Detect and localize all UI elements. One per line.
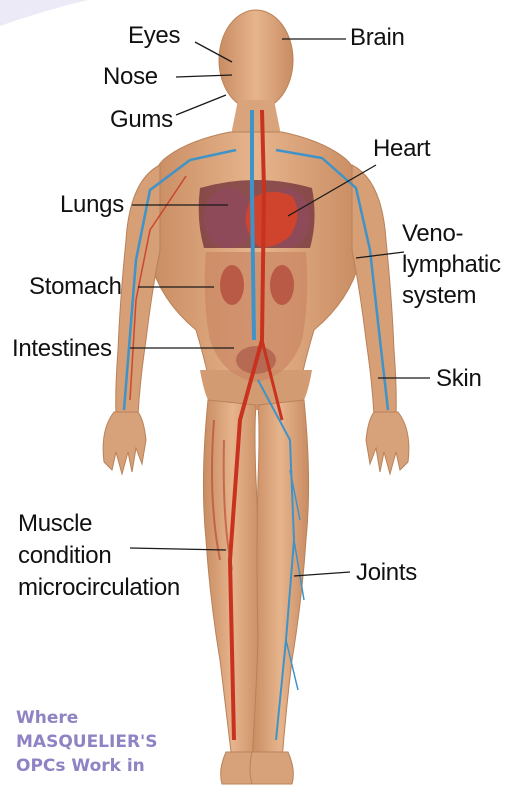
veno-line-1: Veno- [402,220,501,248]
label-stomach: Stomach [29,273,122,301]
label-muscle: Muscle condition microcirculation [18,510,180,602]
head-shape [219,10,293,110]
label-eyes: Eyes [128,22,180,50]
veno-line-2: lymphatic [402,251,501,279]
muscle-line-1: Muscle [18,510,180,538]
label-lungs: Lungs [60,191,124,219]
label-veno: Veno- lymphatic system [402,220,501,310]
right-kidney-shape [270,265,294,305]
vena-cava-line [252,110,254,340]
veno-line-3: system [402,282,501,310]
label-joints: Joints [356,559,417,587]
label-skin: Skin [436,365,482,393]
label-intestines: Intestines [12,335,112,363]
caption-line-1: Where [16,706,196,730]
right-hand-shape [366,412,409,474]
caption: Where MASQUELIER'S OPCs Work in [16,706,196,778]
label-heart: Heart [373,135,430,163]
left-lung-shape [204,188,252,248]
label-nose: Nose [103,63,158,91]
caption-line-3: OPCs Work in [16,754,196,778]
caption-line-2: MASQUELIER'S [16,730,196,754]
muscle-line-3: microcirculation [18,574,180,602]
right-foot-shape [250,752,293,784]
left-kidney-shape [220,265,244,305]
label-gums: Gums [110,106,173,134]
left-hand-shape [103,412,146,474]
muscle-line-2: condition [18,542,180,570]
label-brain: Brain [350,24,405,52]
gums-leader [176,95,226,115]
